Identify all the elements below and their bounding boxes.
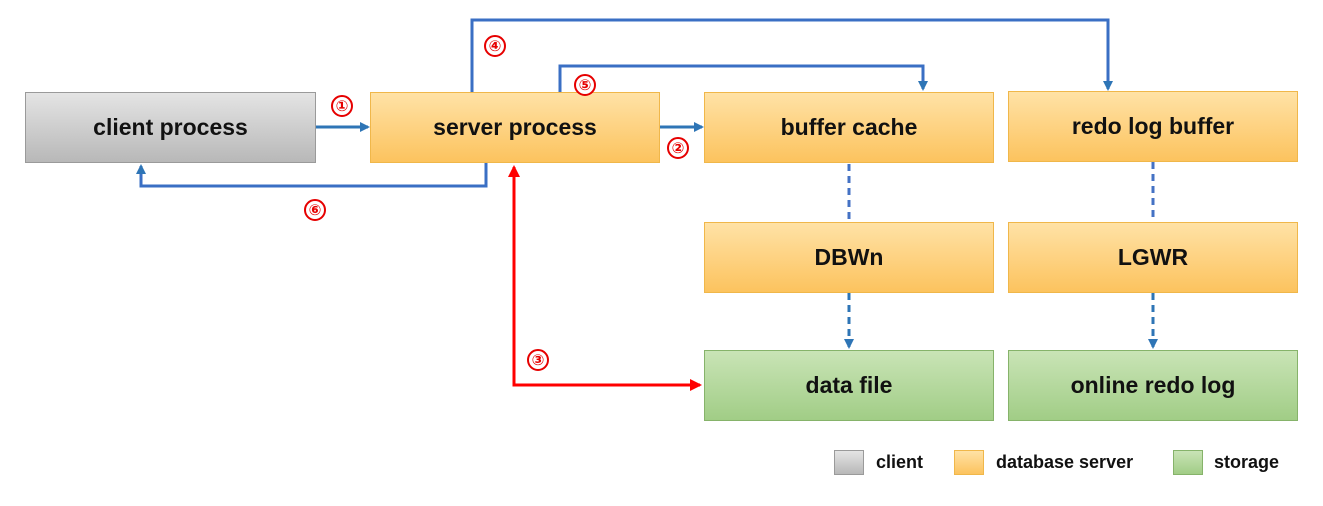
step-1-badge: ① xyxy=(331,95,353,117)
arrow-step-3 xyxy=(512,170,702,391)
legend-storage-swatch xyxy=(1173,450,1203,475)
legend-database-server-swatch xyxy=(954,450,984,475)
step-2-badge: ② xyxy=(667,137,689,159)
legend-database-server-label: database server xyxy=(996,452,1134,472)
data-file-box: data file xyxy=(704,350,994,421)
arrow-step-4 xyxy=(470,18,1113,93)
arrow-step-6 xyxy=(136,162,488,188)
redo-log-buffer-label: redo log buffer xyxy=(1071,113,1235,139)
dbwn-box: DBWn xyxy=(704,222,994,293)
dbwn-label: DBWn xyxy=(814,244,884,270)
legend-storage-label: storage xyxy=(1214,452,1280,472)
step-3-badge: ③ xyxy=(527,349,549,371)
redo-log-buffer-box: redo log buffer xyxy=(1008,91,1298,162)
step-4-badge: ④ xyxy=(484,35,506,57)
buffer-cache-box: buffer cache xyxy=(704,92,994,163)
arrow-step-5 xyxy=(558,64,928,93)
legend-client-label: client xyxy=(876,452,924,472)
step-6-badge: ⑥ xyxy=(304,199,326,221)
online-redo-log-label: online redo log xyxy=(1070,372,1236,398)
server-process-label: server process xyxy=(433,114,597,140)
legend-client-swatch xyxy=(834,450,864,475)
online-redo-log-box: online redo log xyxy=(1008,350,1298,421)
server-process-box: server process xyxy=(370,92,660,163)
buffer-cache-label: buffer cache xyxy=(780,114,918,140)
client-process-box: client process xyxy=(25,92,316,163)
data-file-label: data file xyxy=(805,372,893,398)
step-5-badge: ⑤ xyxy=(574,74,596,96)
client-process-label: client process xyxy=(93,114,248,140)
lgwr-label: LGWR xyxy=(1117,244,1189,270)
lgwr-box: LGWR xyxy=(1008,222,1298,293)
